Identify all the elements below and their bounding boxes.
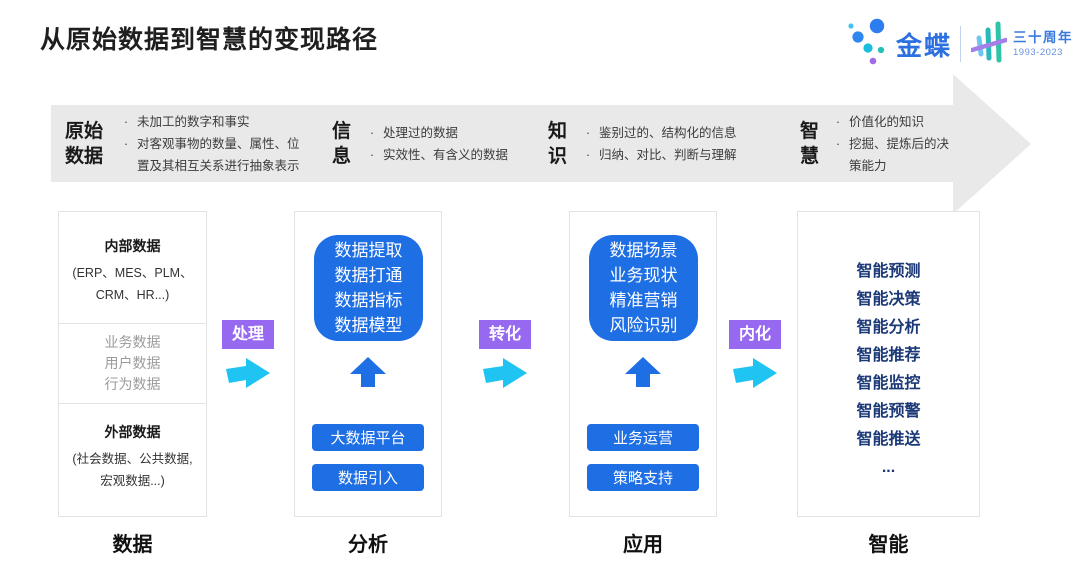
middle-data-section: 业务数据 用户数据 行为数据: [59, 323, 206, 403]
bullet-text: 实效性、有含义的数据: [383, 147, 509, 162]
intelligence-list: 智能预测 智能决策 智能分析 智能推荐 智能监控 智能预警 智能推送 ...: [856, 263, 921, 476]
right-arrow-icon: [479, 356, 531, 395]
data-import-button: 数据引入: [312, 464, 424, 491]
analysis-main-box: 数据提取 数据打通 数据指标 数据模型: [314, 235, 423, 341]
stage-heading: 原始数据: [65, 120, 104, 167]
up-arrow-icon: [625, 357, 661, 392]
flow-process: 处理: [222, 320, 274, 395]
anniversary-block: 三十周年 1993-2023: [1013, 30, 1073, 59]
page-title: 从原始数据到智慧的变现路径: [40, 26, 379, 54]
thirty-glyph-icon: [969, 18, 1009, 71]
bullet-text: 挖掘、提炼后的决策能力: [849, 136, 950, 173]
column-application-box: 数据场景 业务现状 精准营销 风险识别 业务运营 策略支持: [569, 211, 717, 517]
column-label-analysis: 分析: [348, 534, 388, 556]
bullet-text: 归纳、对比、判断与理解: [599, 147, 737, 162]
stage-bullets: · 鉴别过的、结构化的信息 · 归纳、对比、判断与理解: [577, 122, 737, 166]
brand-name: 金蝶: [896, 30, 953, 61]
bullet-dot: ·: [835, 136, 841, 151]
column-analysis-box: 数据提取 数据打通 数据指标 数据模型 大数据平台 数据引入: [294, 211, 442, 517]
column-label-intelligence: 智能: [868, 534, 909, 556]
right-arrow-icon: [729, 356, 781, 395]
anniversary-years: 1993-2023: [1013, 46, 1063, 58]
right-arrow-icon: [222, 356, 274, 395]
stage-information: 信息 · 处理过的数据 · 实效性、有含义的数据: [332, 105, 508, 182]
stage-heading: 知识: [548, 120, 568, 167]
kingdee-dots-icon: [846, 16, 892, 73]
stage-bullets: · 处理过的数据 · 实效性、有含义的数据: [361, 122, 508, 166]
strategy-support-button: 策略支持: [587, 464, 699, 491]
external-data-heading: 外部数据: [104, 424, 161, 440]
stage-heading: 智慧: [800, 120, 820, 167]
kingdee-logo: 金蝶 三十周年 1993-2023: [846, 16, 1073, 72]
external-data-detail: (社会数据、公共数据, 宏观数据...): [72, 452, 193, 488]
external-data-section: 外部数据 (社会数据、公共数据, 宏观数据...): [59, 403, 206, 514]
stage-heading: 信息: [332, 120, 352, 167]
bullet-dot: ·: [369, 125, 375, 140]
bullet-text: 价值化的知识: [849, 114, 925, 129]
internal-data-heading: 内部数据: [104, 238, 161, 254]
column-label-data: 数据: [112, 534, 153, 556]
logo-divider: [960, 26, 962, 62]
stage-raw-data: 原始数据 · 未加工的数字和事实 · 对客观事物的数量、属性、位置及其相互关系进…: [65, 105, 309, 182]
banner-arrowhead: [953, 74, 1031, 214]
bullet-text: 对客观事物的数量、属性、位置及其相互关系进行抽象表示: [137, 136, 300, 173]
big-data-platform-button: 大数据平台: [312, 424, 424, 451]
business-operation-button: 业务运营: [587, 424, 699, 451]
flow-transform-badge: 转化: [479, 320, 531, 349]
column-label-application: 应用: [623, 534, 663, 556]
stage-bullets: · 价值化的知识 · 挖掘、提炼后的决策能力: [827, 111, 953, 177]
application-main-box: 数据场景 业务现状 精准营销 风险识别: [589, 235, 698, 341]
flow-process-badge: 处理: [222, 320, 274, 349]
up-arrow-icon: [350, 357, 386, 392]
column-data-box: 内部数据 (ERP、MES、PLM、 CRM、HR...) 业务数据 用户数据 …: [58, 211, 207, 517]
flow-internalize-badge: 内化: [729, 320, 781, 349]
bullet-text: 未加工的数字和事实: [137, 114, 250, 129]
flow-transform: 转化: [479, 320, 531, 395]
stages-banner: 原始数据 · 未加工的数字和事实 · 对客观事物的数量、属性、位置及其相互关系进…: [51, 105, 953, 182]
bullet-text: 处理过的数据: [383, 125, 459, 140]
stage-bullets: · 未加工的数字和事实 · 对客观事物的数量、属性、位置及其相互关系进行抽象表示: [115, 111, 309, 177]
bullet-dot: ·: [123, 114, 129, 129]
bullet-dot: ·: [585, 147, 591, 162]
bullet-dot: ·: [369, 147, 375, 162]
internal-data-section: 内部数据 (ERP、MES、PLM、 CRM、HR...): [59, 212, 206, 323]
stage-knowledge: 知识 · 鉴别过的、结构化的信息 · 归纳、对比、判断与理解: [548, 105, 737, 182]
anniversary-text: 三十周年: [1013, 29, 1074, 45]
bullet-text: 鉴别过的、结构化的信息: [599, 125, 737, 140]
column-intelligence-box: 智能预测 智能决策 智能分析 智能推荐 智能监控 智能预警 智能推送 ...: [797, 211, 980, 517]
bullet-dot: ·: [123, 136, 129, 151]
flow-internalize: 内化: [729, 320, 781, 395]
bullet-dot: ·: [585, 125, 591, 140]
internal-data-detail: (ERP、MES、PLM、 CRM、HR...): [72, 266, 193, 302]
stage-wisdom: 智慧 · 价值化的知识 · 挖掘、提炼后的决策能力: [800, 105, 953, 182]
bullet-dot: ·: [835, 114, 841, 129]
